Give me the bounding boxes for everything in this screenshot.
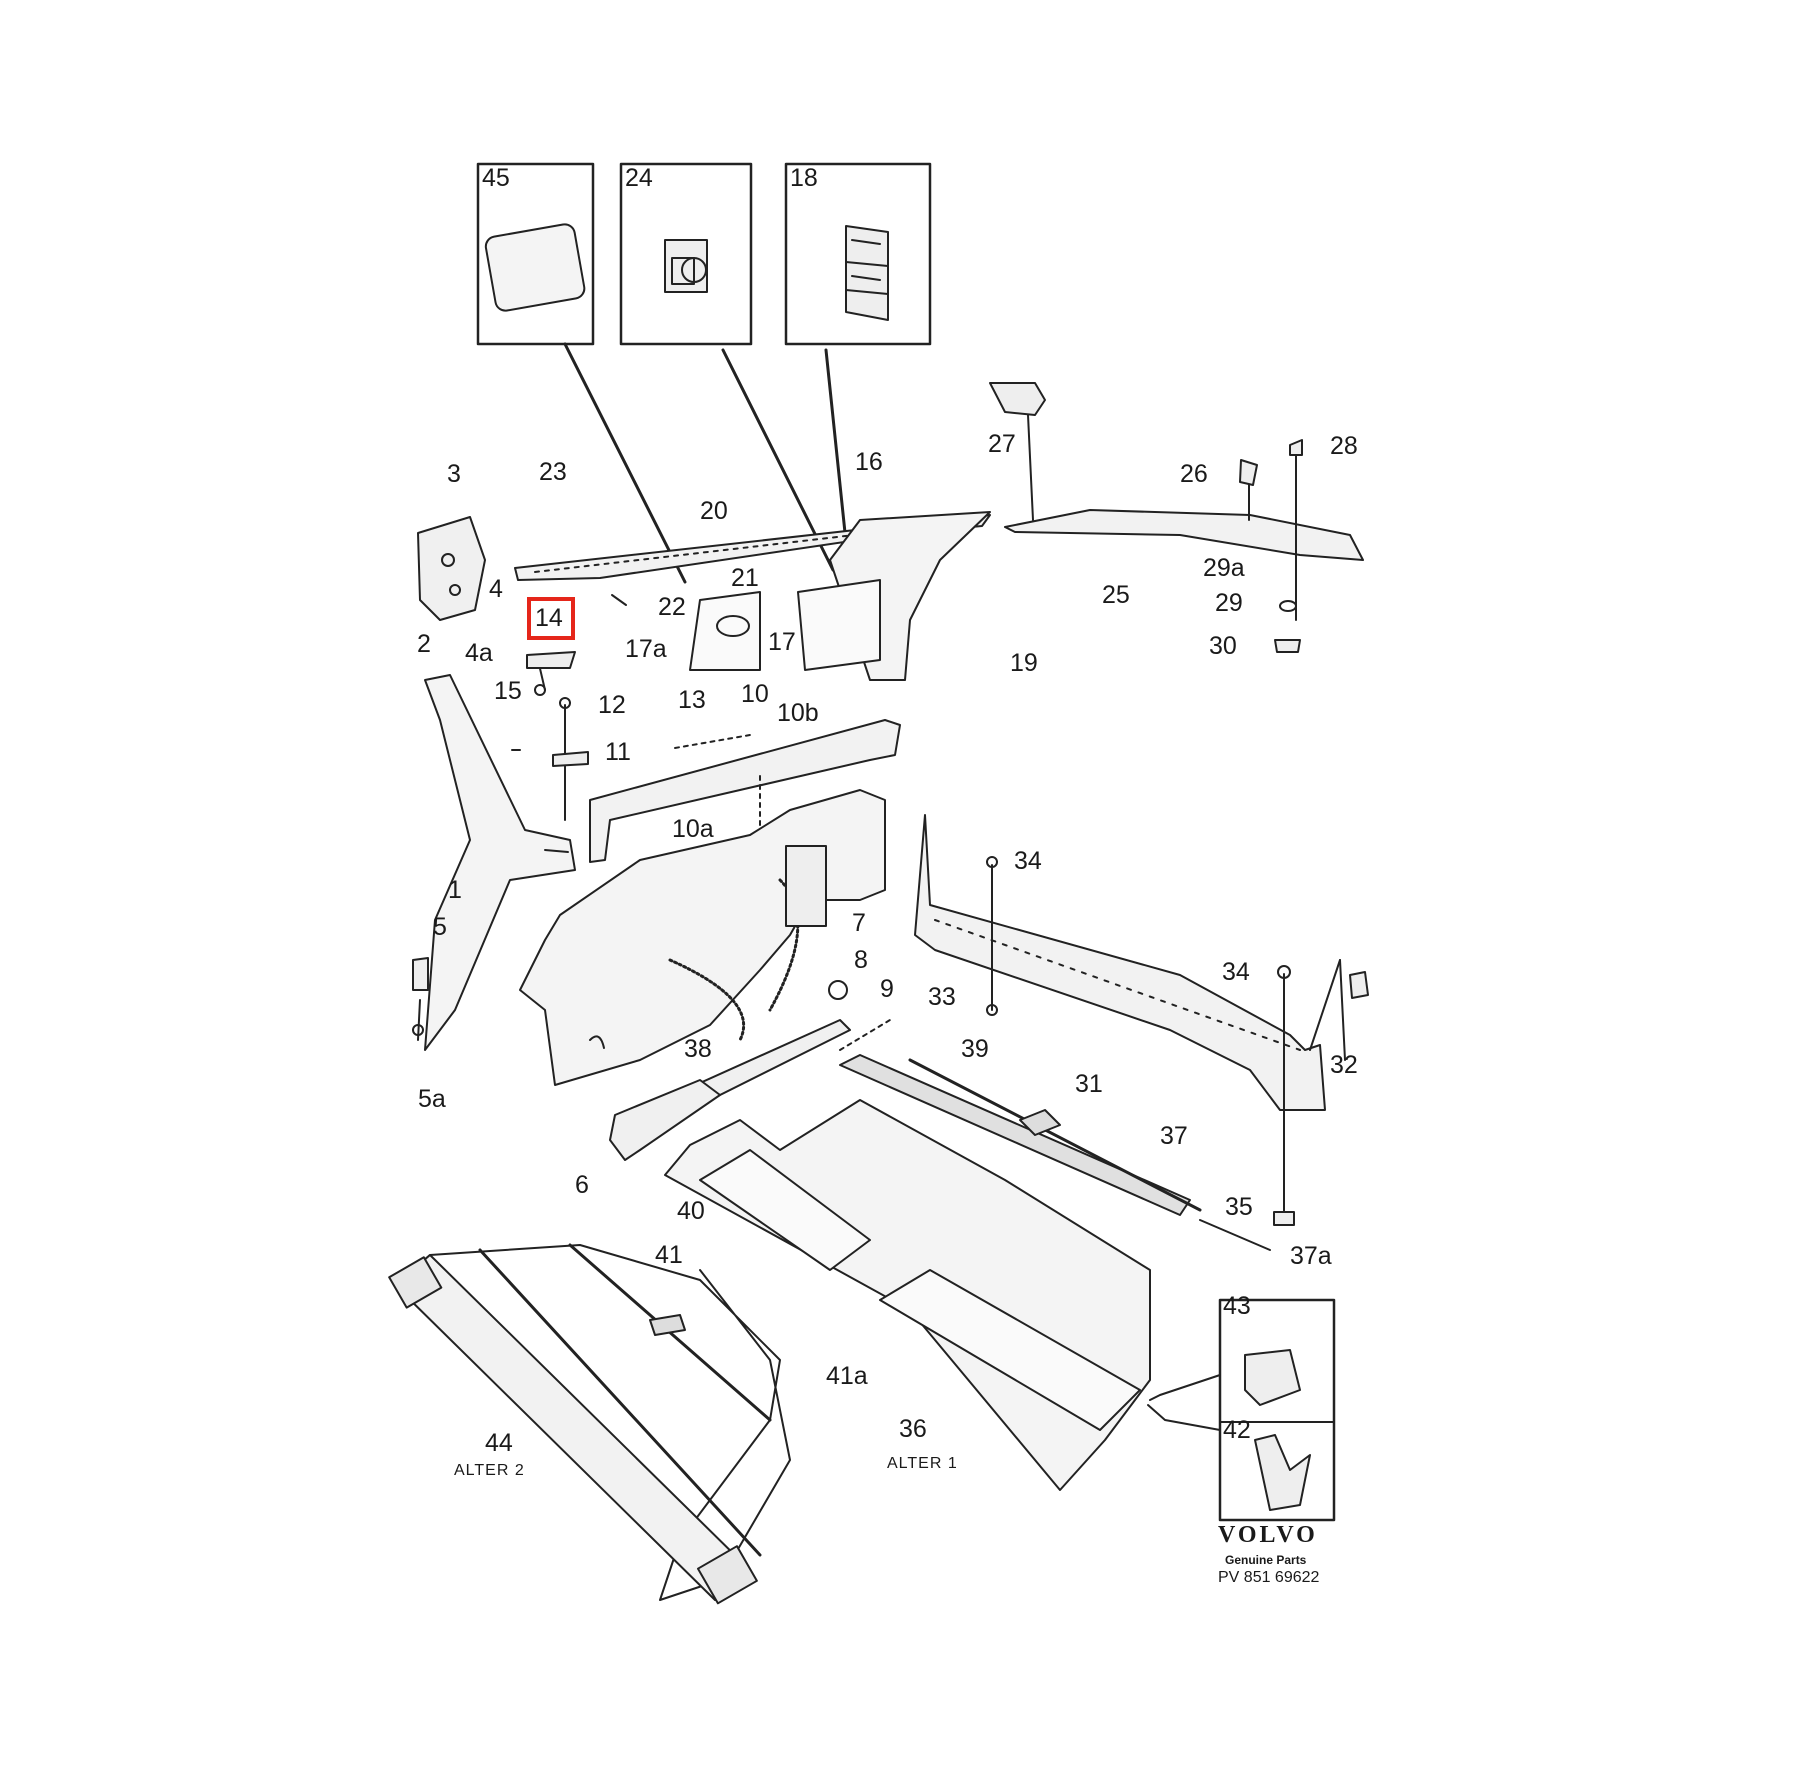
label-31: 31 [1075,1070,1103,1098]
label-6: 6 [575,1171,589,1199]
label-9: 9 [880,975,894,1003]
label-28: 28 [1330,432,1358,460]
label-27: 27 [988,430,1016,458]
label-5a: 5a [418,1085,446,1113]
volvo-logo: VOLVO [1218,1522,1318,1548]
label-4a: 4a [465,639,493,667]
cargo-cover-44 [399,1244,791,1601]
label-5: 5 [433,913,447,941]
label-23: 23 [539,458,567,486]
label-10a: 10a [672,815,714,843]
inset-box-45 [476,162,595,346]
label-22: 22 [658,593,686,621]
highlight-box-14 [527,597,575,640]
rear-header-25 [1004,509,1364,561]
label-32: 32 [1330,1051,1358,1079]
label-7: 7 [852,909,866,937]
inset-box-18 [784,162,932,346]
label-17a: 17a [625,635,667,663]
label-37: 37 [1160,1122,1188,1150]
label-21: 21 [731,564,759,592]
inset-box-43-42 [1147,1298,1336,1522]
pillar-1 [424,674,576,1051]
part-catalog-code: PV 851 69622 [1218,1569,1320,1586]
label-44: 44 [485,1429,513,1457]
label-36: 36 [899,1415,927,1443]
label-15: 15 [494,677,522,705]
label-33: 33 [928,983,956,1011]
label-2: 2 [417,630,431,658]
label-19: 19 [1010,649,1038,677]
label-30: 30 [1209,632,1237,660]
label-14: 14 [535,604,563,632]
label-18: 18 [790,164,818,192]
label-1: 1 [448,876,462,904]
label-29a: 29a [1203,554,1245,582]
label-34-bottom: 34 [1222,958,1250,986]
label-42: 42 [1223,1416,1251,1444]
label-41: 41 [655,1241,683,1269]
label-41a: 41a [826,1362,868,1390]
note-alter-2: ALTER 2 [454,1462,525,1479]
label-10b: 10b [777,699,819,727]
label-13: 13 [678,686,706,714]
label-40: 40 [677,1197,705,1225]
label-45: 45 [482,164,510,192]
label-37a: 37a [1290,1242,1332,1270]
label-16: 16 [855,448,883,476]
label-10: 10 [741,680,769,708]
sill-rail-10 [589,719,901,863]
label-12: 12 [598,691,626,719]
label-34-top: 34 [1014,847,1042,875]
label-43: 43 [1223,1292,1251,1320]
label-39: 39 [961,1035,989,1063]
label-17: 17 [768,628,796,656]
inset-box-24 [619,162,753,346]
label-35: 35 [1225,1193,1253,1221]
bracket-3 [417,516,486,621]
genuine-parts-tagline: Genuine Parts [1225,1553,1307,1567]
label-29: 29 [1215,589,1243,617]
label-26: 26 [1180,460,1208,488]
label-4: 4 [489,575,503,603]
label-24: 24 [625,164,653,192]
note-alter-1: ALTER 1 [887,1455,958,1472]
label-38: 38 [684,1035,712,1063]
label-20: 20 [700,497,728,525]
label-25: 25 [1102,581,1130,609]
label-8: 8 [854,946,868,974]
cargo-roller-37 [839,1054,1191,1216]
sill-rail-31 [914,814,1326,1111]
label-3: 3 [447,460,461,488]
label-11: 11 [605,738,631,766]
